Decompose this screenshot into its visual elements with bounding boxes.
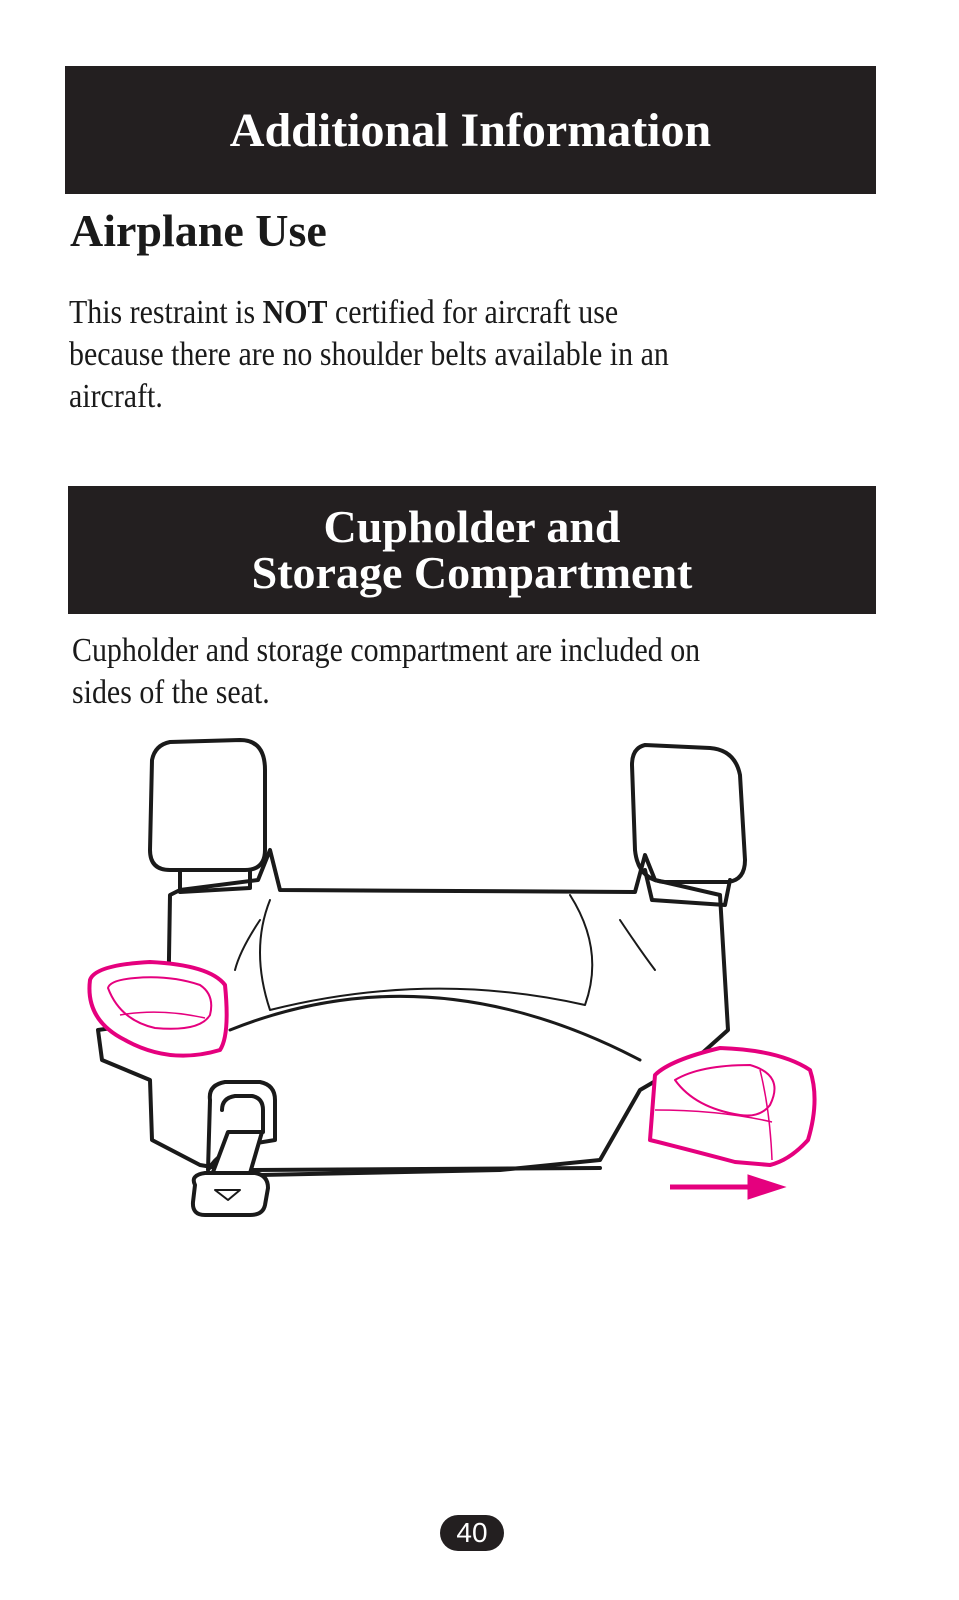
cupholder-paragraph: Cupholder and storage compartment are in… [72, 630, 864, 714]
page-number: 40 [456, 1517, 488, 1548]
airplane-use-paragraph: This restraint is NOT certified for airc… [69, 292, 861, 418]
right-storage-compartment [648, 1046, 817, 1167]
seat-front-edge [228, 994, 642, 1062]
cupholder-banner-line1: Cupholder and [323, 501, 621, 552]
page-number-badge: 40 [440, 1515, 504, 1551]
section-banner-additional-information: Additional Information [65, 66, 876, 194]
airplane-text-line2: because there are no shoulder belts avai… [69, 336, 669, 373]
cupholder-text-line2: sides of the seat. [72, 674, 270, 711]
airplane-use-heading: Airplane Use [70, 205, 327, 256]
left-cupholder [87, 960, 229, 1058]
seat-cushion [259, 894, 594, 1011]
cupholder-banner-line2: Storage Compartment [251, 547, 693, 598]
left-armrest [148, 738, 267, 872]
slide-direction-arrow [670, 1174, 787, 1200]
airplane-text-not: NOT [262, 294, 328, 331]
airplane-text-end: certified for aircraft use [327, 294, 619, 331]
section-banner-cupholder: Cupholder and Storage Compartment [68, 486, 876, 614]
booster-seat-illustration [87, 738, 817, 1217]
section-title: Additional Information [229, 103, 712, 157]
airplane-text-start: This restraint is [69, 294, 263, 331]
cupholder-text-line1: Cupholder and storage compartment are in… [72, 632, 701, 669]
airplane-text-line3: aircraft. [69, 378, 163, 415]
